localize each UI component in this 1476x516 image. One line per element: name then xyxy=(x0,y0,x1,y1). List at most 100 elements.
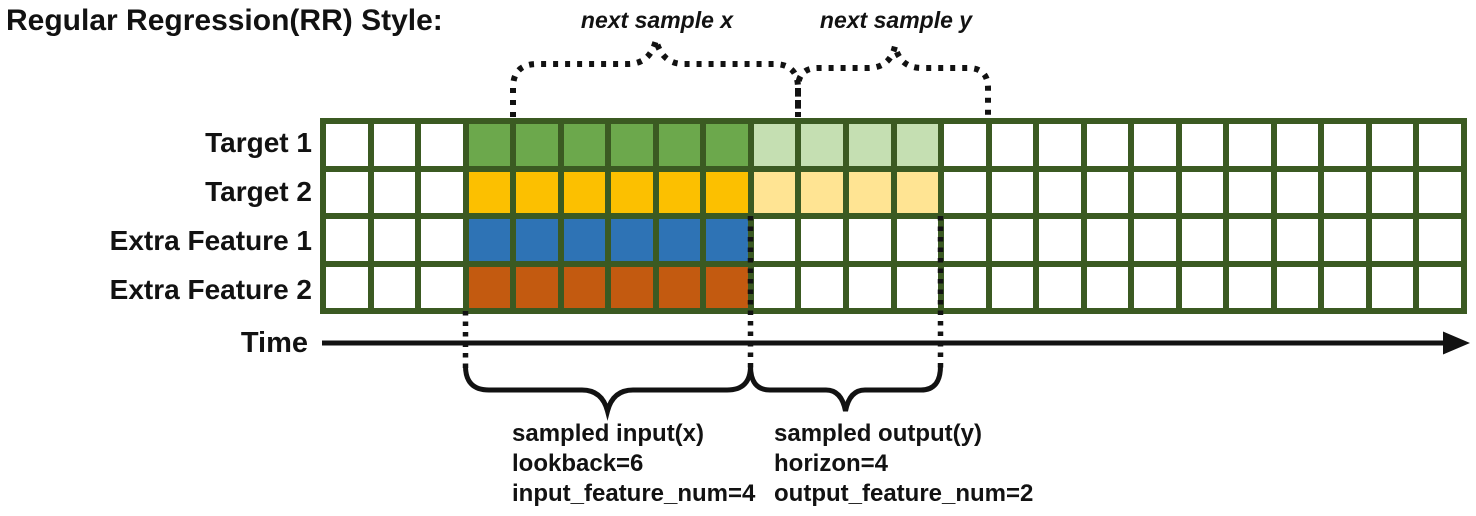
diagram-title: Regular Regression(RR) Style: xyxy=(6,4,443,37)
grid-cell xyxy=(1229,171,1271,213)
grid-cell xyxy=(611,266,653,308)
next-sample-y-brace xyxy=(795,45,991,117)
row-labels: Target 1 Target 2 Extra Feature 1 Extra Fea… xyxy=(0,118,312,314)
grid-cell xyxy=(1134,124,1176,166)
grid-cell xyxy=(1324,266,1366,308)
grid-cell xyxy=(1276,266,1319,308)
grid-cell xyxy=(801,171,843,213)
grid-cell xyxy=(991,171,1034,213)
grid-cell xyxy=(658,266,701,308)
grid-cell xyxy=(658,171,701,213)
grid-cell xyxy=(944,219,986,261)
grid-cell xyxy=(1324,124,1366,166)
grid-cell xyxy=(896,219,939,261)
output-feature-num-line: output_feature_num=2 xyxy=(774,480,1034,507)
grid-cell xyxy=(848,124,891,166)
grid-cell xyxy=(516,171,558,213)
grid-cell xyxy=(1039,219,1081,261)
grid-cell xyxy=(373,171,416,213)
grid-cell xyxy=(516,124,558,166)
row-label: Extra Feature 2 xyxy=(109,273,312,305)
grid-cell xyxy=(706,266,748,308)
grid-cell xyxy=(468,219,511,261)
sampled-output-brace xyxy=(748,363,943,412)
grid-cell xyxy=(1419,266,1461,308)
grid-cell xyxy=(896,266,939,308)
sampled-input-caption: sampled input(x) lookback=6 input_featur… xyxy=(512,419,755,509)
row-label: Target 2 xyxy=(205,175,312,207)
grid-cell xyxy=(421,266,463,308)
grid-cell xyxy=(1039,171,1081,213)
grid-cell xyxy=(753,219,796,261)
grid-cell xyxy=(563,266,606,308)
grid-cell xyxy=(848,171,891,213)
grid-cell xyxy=(563,124,606,166)
timeseries-grid xyxy=(320,118,1467,314)
grid-cell xyxy=(421,219,463,261)
grid-cell xyxy=(1134,266,1176,308)
grid-cell xyxy=(944,171,986,213)
grid-cell xyxy=(1181,124,1224,166)
grid-cell xyxy=(1371,171,1414,213)
next-sample-x-brace xyxy=(510,39,801,117)
grid-cell xyxy=(658,124,701,166)
sampled-output-caption: sampled output(y) horizon=4 output_featu… xyxy=(774,419,1033,509)
grid-cell xyxy=(1371,266,1414,308)
grid-cell xyxy=(753,171,796,213)
grid-cell xyxy=(421,171,463,213)
grid-cell xyxy=(753,124,796,166)
grid-cell xyxy=(326,266,368,308)
grid-cell xyxy=(1229,266,1271,308)
grid-cell xyxy=(944,266,986,308)
grid-cell xyxy=(706,171,748,213)
grid-cell xyxy=(1086,171,1129,213)
row-label: Target 1 xyxy=(205,126,312,158)
grid-cell xyxy=(1086,219,1129,261)
grid-cell xyxy=(991,219,1034,261)
grid-cell xyxy=(658,219,701,261)
sampled-input-brace xyxy=(463,363,753,421)
sampled-output-line: sampled output(y) xyxy=(774,420,982,447)
grid-cell xyxy=(1086,124,1129,166)
next-sample-y-label: next sample y xyxy=(819,7,973,33)
grid-cell xyxy=(1181,219,1224,261)
grid-cell xyxy=(706,219,748,261)
time-axis-label: Time xyxy=(240,327,308,359)
grid-cell xyxy=(421,124,463,166)
grid-cell xyxy=(801,266,843,308)
grid-cell xyxy=(896,124,939,166)
grid-cell xyxy=(611,171,653,213)
grid-cell xyxy=(848,219,891,261)
grid-cell xyxy=(1419,219,1461,261)
grid-cell xyxy=(611,219,653,261)
grid-cell xyxy=(1324,219,1366,261)
grid-cell xyxy=(326,219,368,261)
grid-cell xyxy=(753,266,796,308)
horizon-line: horizon=4 xyxy=(774,450,889,477)
row-label: Extra Feature 1 xyxy=(109,224,312,256)
grid-cell xyxy=(801,219,843,261)
grid-cell xyxy=(1371,124,1414,166)
grid-cell xyxy=(1039,266,1081,308)
grid-cell xyxy=(991,266,1034,308)
grid-cell xyxy=(1181,266,1224,308)
grid-cell xyxy=(1371,219,1414,261)
input-feature-num-line: input_feature_num=4 xyxy=(512,480,756,507)
grid-cell xyxy=(1419,124,1461,166)
grid-cell xyxy=(563,219,606,261)
grid-cell xyxy=(1229,219,1271,261)
grid-cell xyxy=(611,124,653,166)
grid-cell xyxy=(326,171,368,213)
grid-cell xyxy=(1276,219,1319,261)
grid-cell xyxy=(944,124,986,166)
grid-cell xyxy=(1229,124,1271,166)
grid-cell xyxy=(706,124,748,166)
grid-cell xyxy=(1086,266,1129,308)
grid-cell xyxy=(801,124,843,166)
grid-cell xyxy=(1181,171,1224,213)
next-sample-x-label: next sample x xyxy=(580,7,734,33)
grid-cell xyxy=(468,266,511,308)
grid-cell xyxy=(373,266,416,308)
grid-cell xyxy=(991,124,1034,166)
